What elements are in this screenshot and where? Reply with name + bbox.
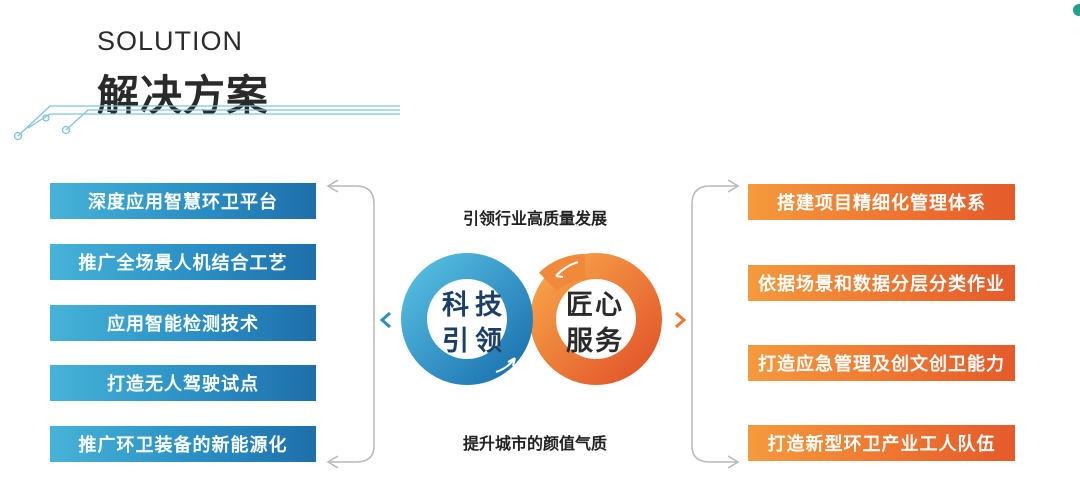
corner-dot [1073,4,1080,16]
left-item-5: 推广环卫装备的新能源化 [50,426,316,462]
right-item-4: 打造新型环卫产业工人队伍 [748,425,1015,461]
left-item-4: 打造无人驾驶试点 [50,365,316,401]
chevron-right-icon [675,311,687,329]
section-title-en: SOLUTION [97,26,244,56]
right-item-1: 搭建项目精细化管理体系 [748,184,1015,220]
orange-ring-label: 匠心服务 [566,290,624,357]
right-item-3: 打造应急管理及创文创卫能力 [748,345,1015,381]
section-title-zh: 解决方案 [97,71,270,120]
blue-ring [401,253,533,385]
orange-ring [530,253,662,385]
left-bracket [326,179,375,469]
left-item-3: 应用智能检测技术 [50,305,316,341]
center-top-text: 引领行业高质量发展 [462,209,607,228]
right-bracket [691,179,740,469]
left-item-1: 深度应用智慧环卫平台 [50,183,316,219]
circuit-decoration [13,105,400,141]
center-bottom-text: 提升城市的颜值气质 [462,434,607,453]
blue-ring-label: 科技引领 [442,290,508,357]
left-item-2: 推广全场景人机结合工艺 [50,244,316,280]
right-item-2: 依据场景和数据分层分类作业 [748,265,1015,301]
chevron-left-icon [379,311,391,329]
